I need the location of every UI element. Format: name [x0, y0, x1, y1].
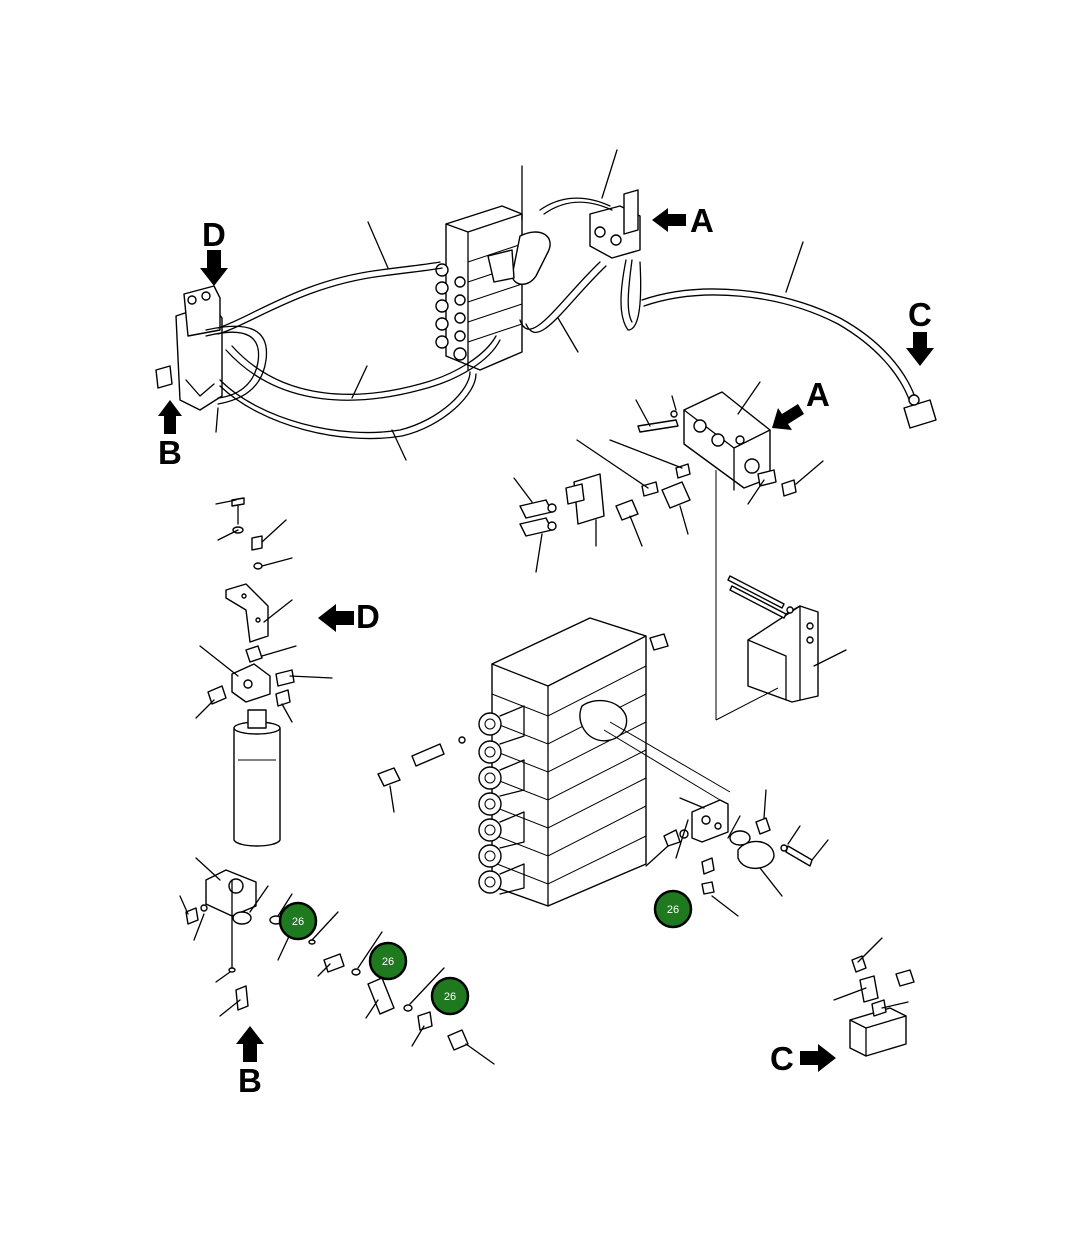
view-a-top-arrow-icon — [652, 208, 686, 232]
detail-d-leaders — [195, 499, 333, 723]
view-label-a-top: A — [690, 202, 714, 239]
flange-leaders — [645, 789, 829, 917]
top-valve-a — [589, 189, 642, 331]
callout-badge[interactable]: 26 — [653, 889, 693, 929]
view-label-d-top: D — [202, 216, 226, 253]
top-fitting-c — [903, 394, 937, 429]
view-letters: A A B B C C D D — [158, 202, 932, 1099]
view-d-detail-arrow-icon — [318, 604, 354, 632]
callout-number: 26 — [292, 916, 304, 928]
top-assembly — [155, 149, 937, 461]
view-a-detail-arrow-icon — [772, 404, 804, 430]
bracket-assembly — [715, 470, 847, 721]
view-c-detail-arrow-icon — [800, 1044, 836, 1072]
view-b-top-arrow-icon — [158, 400, 182, 434]
top-hoses — [205, 197, 917, 440]
detail-d-assembly — [195, 497, 333, 847]
callout-number: 26 — [444, 991, 456, 1003]
top-leader-lines — [215, 149, 804, 461]
detail-c-leaders — [833, 937, 909, 1009]
callout-badges[interactable]: 26 26 26 26 — [278, 889, 693, 1016]
detail-c-assembly — [833, 937, 915, 1057]
top-filter-d — [155, 285, 223, 411]
view-d-top-arrow-icon — [200, 250, 228, 286]
detail-a-leaders — [513, 381, 824, 573]
view-b-detail-arrow-icon — [236, 1026, 264, 1062]
view-label-b-detail: B — [238, 1062, 262, 1099]
view-label-c-top: C — [908, 296, 932, 333]
detail-b-assembly — [179, 857, 495, 1065]
callout-number: 26 — [382, 956, 394, 968]
main-valve-bank — [377, 617, 731, 907]
view-label-c-detail: C — [770, 1040, 794, 1077]
detail-a-assembly — [513, 381, 824, 573]
callout-badge[interactable]: 26 — [430, 976, 470, 1016]
view-label-a-detail: A — [806, 376, 830, 413]
callout-badge[interactable]: 26 — [368, 941, 408, 981]
view-c-top-arrow-icon — [906, 332, 934, 366]
callout-badge[interactable]: 26 — [278, 901, 318, 941]
view-label-d-detail: D — [356, 598, 380, 635]
view-arrows — [158, 208, 934, 1072]
callout-number: 26 — [667, 904, 679, 916]
view-label-b-top: B — [158, 434, 182, 471]
valve-spools — [478, 705, 525, 895]
flange-block — [645, 789, 829, 917]
top-valve-block — [435, 205, 551, 371]
